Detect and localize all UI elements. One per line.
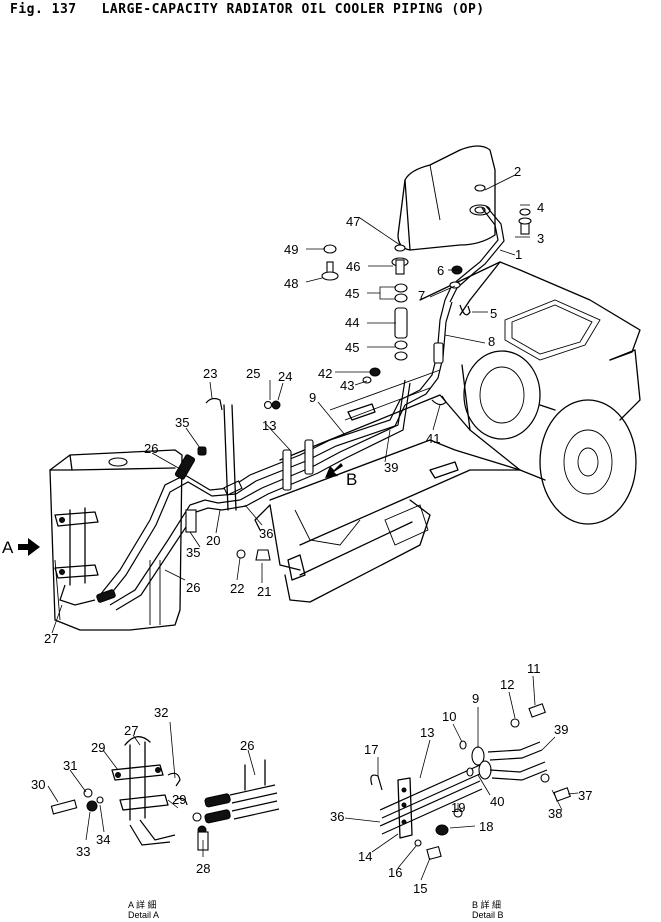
callout-22: 22 [230,581,244,596]
detail-a-callout-32: 32 [154,705,168,720]
callout-6: 6 [437,263,444,278]
detail-a-callout-29-right: 29 [172,792,186,807]
detail-b-callout-39: 39 [554,722,568,737]
view-b-arrow-label: B [346,470,357,489]
figure-title-text: LARGE-CAPACITY RADIATOR OIL COOLER PIPIN… [101,2,485,17]
callout-35-lower: 35 [186,545,200,560]
detail-b-caption: Detail B [472,910,504,920]
callout-3: 3 [537,231,544,246]
callout-46: 46 [346,259,360,274]
callout-45-lower: 45 [345,340,359,355]
callout-1b: 1 [515,247,522,262]
view-a-arrow-label: A [2,538,14,557]
detail-b-callout-38: 38 [548,806,562,821]
main-callouts: 2 1 3 4 5 6 7 8 9 13 20 21 22 23 24 25 2… [44,164,544,646]
detail-b-caption-jp: B 詳 細 [472,899,501,910]
callout-21: 21 [257,584,271,599]
callout-48: 48 [284,276,298,291]
radiator-assembly [49,449,183,631]
figure-number: Fig. 137 [10,2,77,17]
detail-b-callouts: 9 10 11 12 13 14 15 16 17 18 19 36 37 38… [330,661,592,896]
detail-a-callout-34: 34 [96,832,110,847]
detail-a-callouts: 26 27 28 29 29 30 31 32 33 34 [31,705,254,876]
detail-a-drawing: A 詳 細 Detail A [50,736,280,920]
oil-cooler-tank [397,145,496,251]
callout-25: 25 [246,366,260,381]
detail-a-caption: Detail A [128,910,159,920]
detail-a-callout-27: 27 [124,723,138,738]
detail-a-callout-28: 28 [196,861,210,876]
detail-b-callout-11: 11 [527,661,541,676]
callout-7: 7 [418,288,425,303]
detail-a-caption-jp: A 詳 細 [128,899,157,910]
callout-8: 8 [488,334,495,349]
detail-b-callout-40: 40 [490,794,504,809]
tractor-frame-drawing [254,261,641,603]
detail-a-callout-29-left: 29 [91,740,105,755]
callout-5: 5 [490,306,497,321]
figure-title: Fig. 137 LARGE-CAPACITY RADIATOR OIL COO… [10,2,655,22]
callout-4: 4 [537,200,544,215]
callout-24: 24 [278,369,292,384]
callout-26-upper: 26 [144,441,158,456]
callout-47: 47 [346,214,360,229]
callout-45-upper: 45 [345,286,359,301]
callout-27: 27 [44,631,58,646]
hardware-parts [185,184,532,561]
callout-44: 44 [345,315,359,330]
callout-9: 9 [309,390,316,405]
leader-lines [47,174,579,881]
callout-35-upper: 35 [175,415,189,430]
detail-b-callout-12: 12 [500,677,514,692]
callout-23: 23 [203,366,217,381]
detail-a-callout-31: 31 [63,758,77,773]
detail-b-callout-36: 36 [330,809,344,824]
callout-20: 20 [206,533,220,548]
detail-b-callout-37: 37 [578,788,592,803]
callout-26-lower: 26 [186,580,200,595]
callout-43: 43 [340,378,354,393]
detail-b-callout-15: 15 [413,881,427,896]
detail-a-callout-33: 33 [76,844,90,859]
callout-41: 41 [426,431,440,446]
view-arrows: A B [2,463,357,557]
callout-39: 39 [384,460,398,475]
callout-1: 2 [514,164,521,179]
detail-b-callout-17: 17 [364,742,378,757]
detail-b-callout-19: 19 [451,800,465,815]
detail-a-callout-26: 26 [240,738,254,753]
callout-13: 13 [262,418,276,433]
callout-49: 49 [284,242,298,257]
detail-a-callout-30: 30 [31,777,45,792]
detail-b-callout-16: 16 [388,865,402,880]
detail-b-callout-9: 9 [472,691,479,706]
callout-36: 36 [259,526,273,541]
detail-b-callout-14: 14 [358,849,372,864]
detail-b-callout-18: 18 [479,819,493,834]
callout-42: 42 [318,366,332,381]
detail-b-callout-13: 13 [420,725,434,740]
detail-b-callout-10: 10 [442,709,456,724]
detail-b-drawing: B 詳 細 Detail B [370,703,571,920]
